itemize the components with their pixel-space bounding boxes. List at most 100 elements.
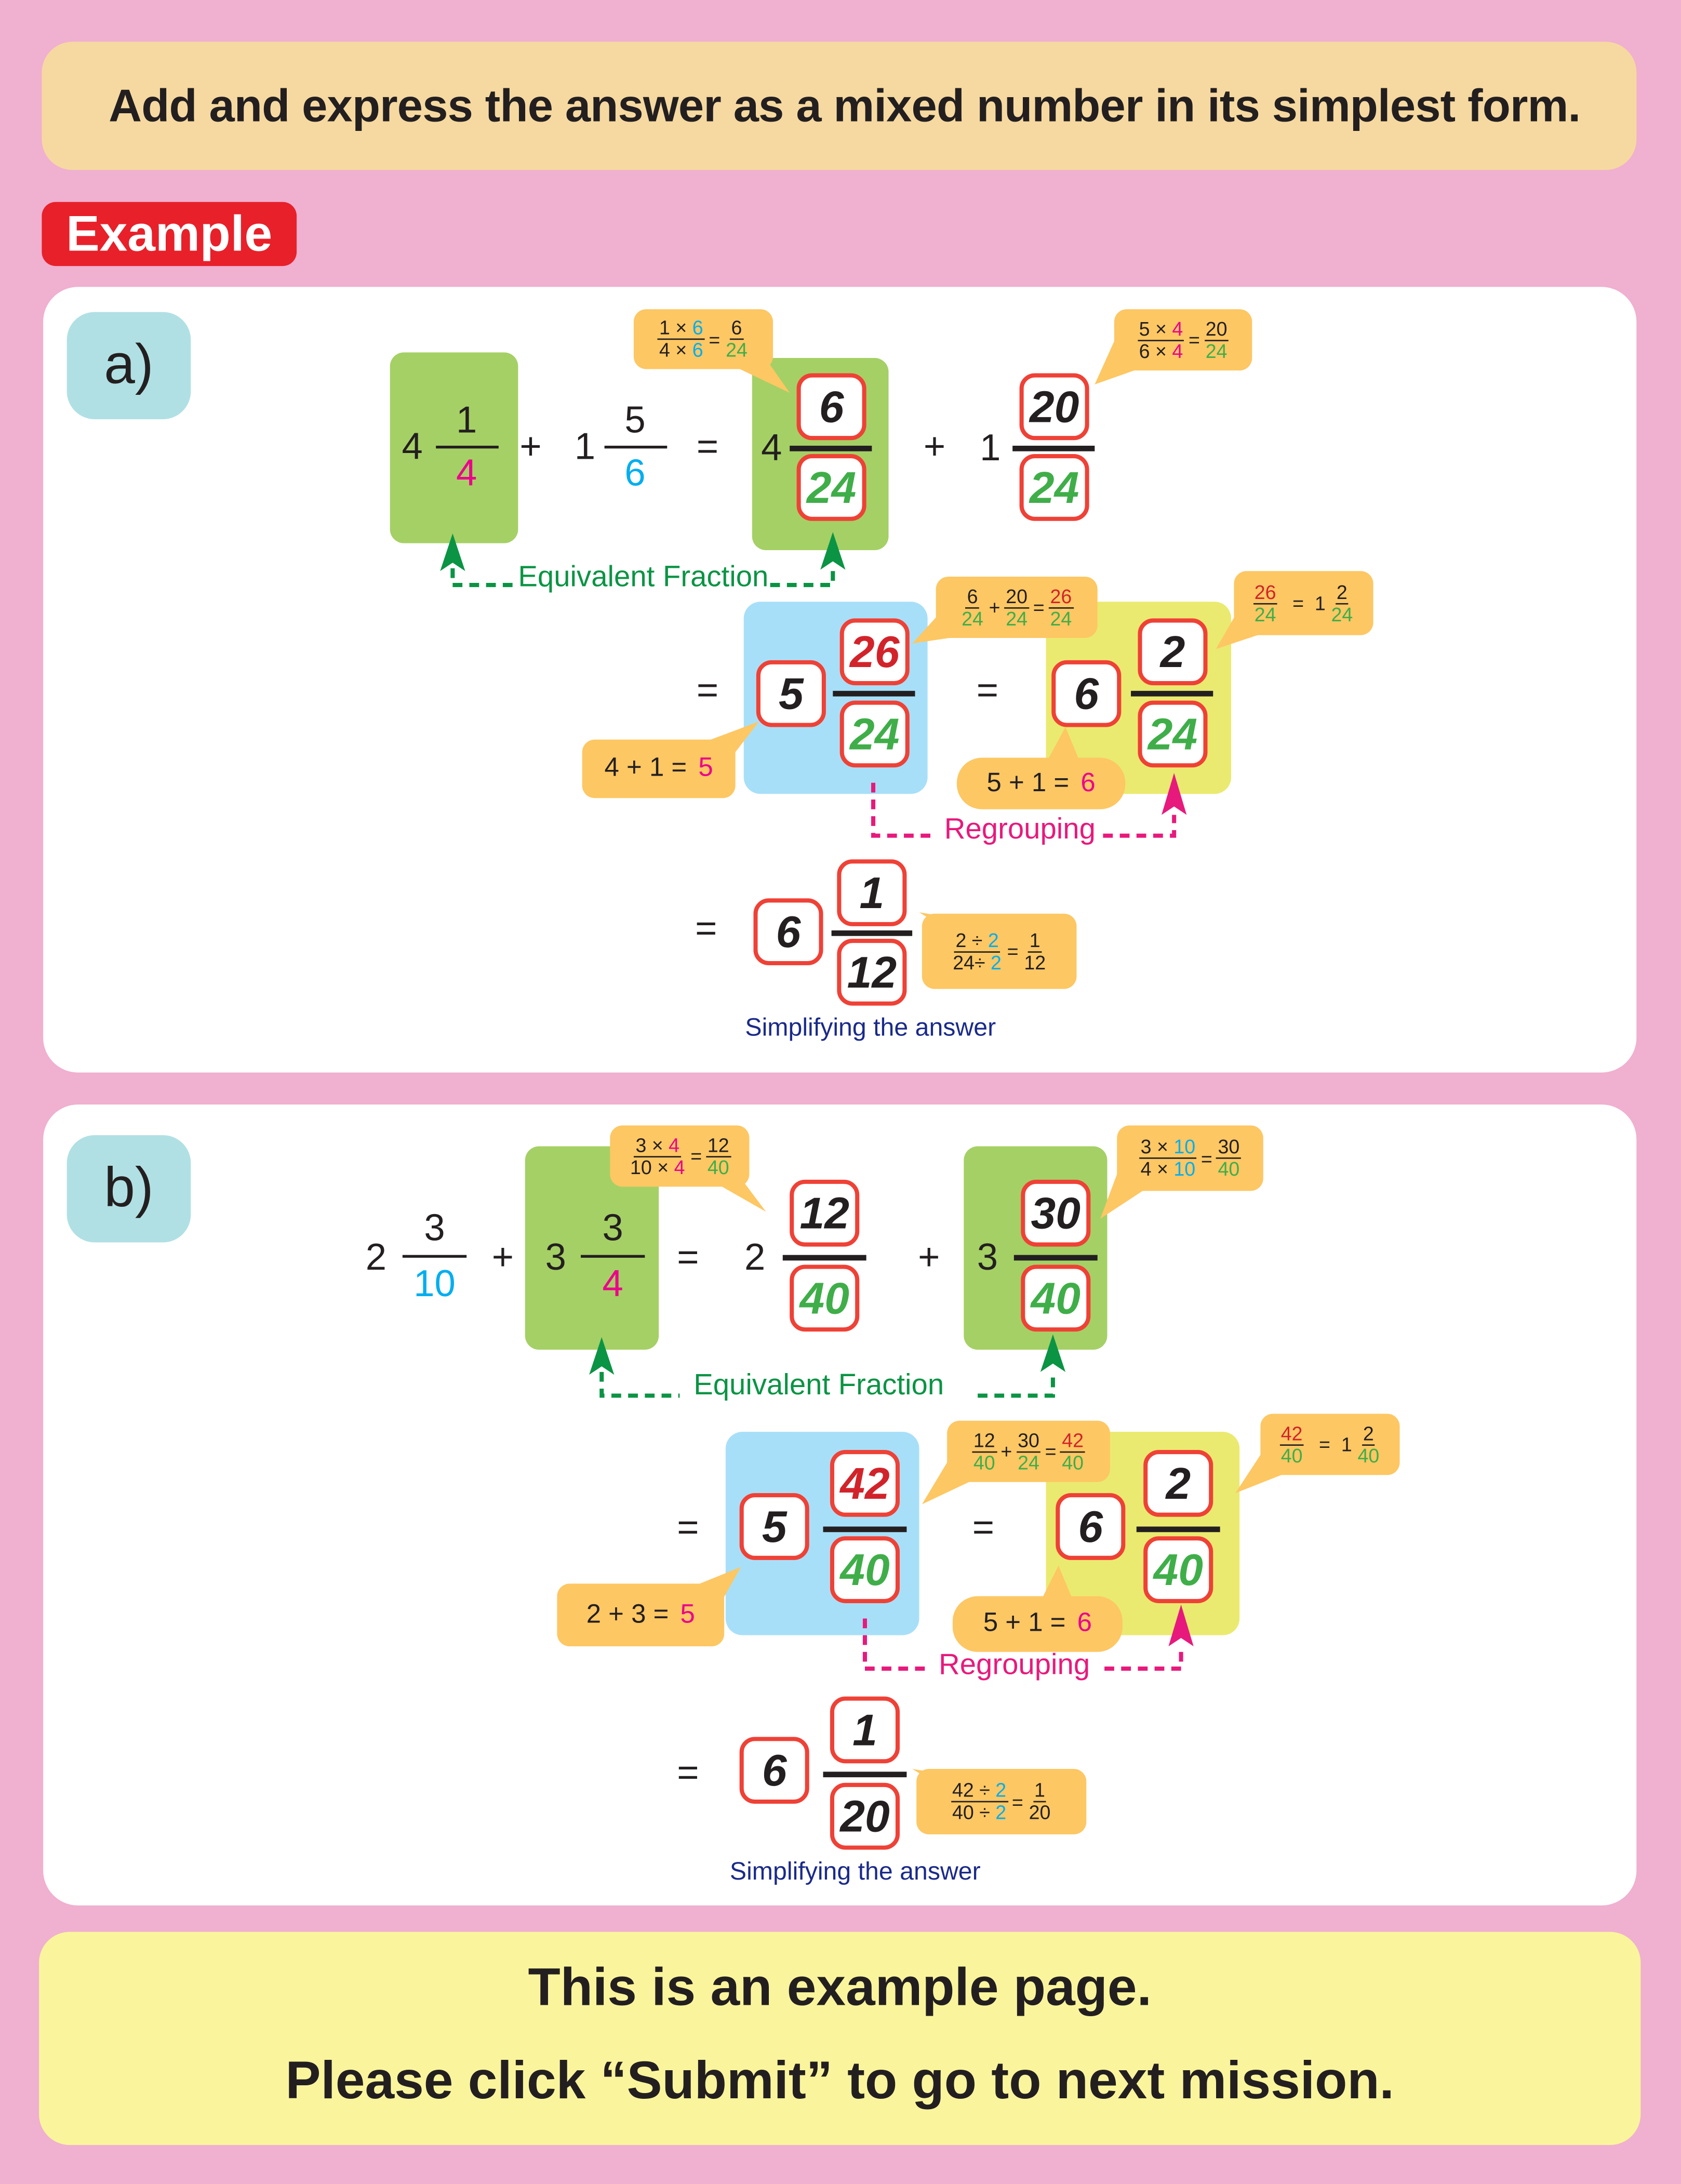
boxed-denominator: 40 xyxy=(1143,1536,1213,1603)
math-text: = xyxy=(1189,328,1200,351)
mini-denominator: 24 xyxy=(1204,339,1229,362)
mini-numerator: 42 xyxy=(1279,1423,1304,1445)
equals-sign: = xyxy=(677,1506,699,1549)
mini-numerator: 5 × 4 xyxy=(1137,317,1184,341)
math-term: 42 xyxy=(1062,1429,1084,1451)
fraction-bar xyxy=(1131,690,1213,697)
mini-numerator: 42 ÷ 2 xyxy=(951,1779,1008,1803)
math-term: 4 xyxy=(1172,339,1183,362)
math-term: 24 xyxy=(1205,339,1228,362)
math-term: 2 xyxy=(988,928,999,951)
callout-whole-regroup: 5 + 1 = 6 xyxy=(956,757,1126,809)
boxed-numerator: 42 xyxy=(830,1450,900,1517)
boxed-denominator: 24 xyxy=(1138,700,1208,768)
math-text: 4 + 1 = xyxy=(604,753,695,783)
math-term: 3 xyxy=(1140,1135,1152,1158)
math-term: × xyxy=(1150,339,1172,362)
equivalent-fraction-label: Equivalent Fraction xyxy=(518,561,769,594)
math-text: = 1 xyxy=(1282,592,1326,615)
boxed-numerator: 6 xyxy=(796,373,866,441)
mini-numerator: 20 xyxy=(1004,585,1029,608)
mini-numerator: 30 xyxy=(1216,1137,1241,1159)
math-term: × xyxy=(1151,1135,1174,1158)
boxed-whole-number: 6 xyxy=(1051,660,1122,727)
math-term: 24÷ xyxy=(953,950,991,973)
math-term: ÷ xyxy=(966,928,988,951)
fraction-bar xyxy=(790,445,872,451)
whole-number: 3 xyxy=(545,1236,566,1278)
whole-number: 2 xyxy=(365,1236,387,1278)
math-term: 6 xyxy=(1139,339,1150,362)
math-text: = xyxy=(1011,1790,1023,1813)
math-text: 6 xyxy=(1077,1608,1092,1638)
math-text: 5 + 1 = xyxy=(983,1608,1073,1638)
boxed-numerator: 1 xyxy=(837,859,907,926)
whole-number: 4 xyxy=(761,427,782,469)
math-text: = xyxy=(1045,1440,1057,1463)
mini-numerator: 20 xyxy=(1204,318,1229,341)
plus-sign: + xyxy=(491,1236,514,1278)
equals-sign: = xyxy=(696,425,719,468)
example-badge: Example xyxy=(42,202,297,267)
mini-numerator: 30 xyxy=(1016,1429,1041,1453)
mini-numerator: 6 xyxy=(965,584,980,608)
math-text: 5 xyxy=(680,1600,695,1629)
boxed-denominator: 24 xyxy=(839,700,910,768)
math-term: ÷ xyxy=(973,1779,996,1802)
math-term: 10 xyxy=(630,1155,652,1178)
fraction-bar xyxy=(1013,1255,1098,1261)
mini-denominator: 6 × 4 xyxy=(1138,339,1184,362)
numerator: 3 xyxy=(424,1207,445,1249)
boxed-numerator: 12 xyxy=(790,1179,860,1247)
denominator: 10 xyxy=(413,1262,456,1304)
math-term: × xyxy=(646,1133,669,1156)
math-term: 24 xyxy=(726,338,748,361)
footer-line-1: This is an example page. xyxy=(528,1959,1152,2018)
math-term: × xyxy=(1150,317,1172,340)
mini-denominator: 40 ÷ 2 xyxy=(951,1802,1008,1822)
callout-whole-sum: 2 + 3 = 5 xyxy=(557,1583,725,1647)
mini-numerator: 3 × 10 xyxy=(1139,1137,1197,1159)
boxed-numerator: 2 xyxy=(1143,1450,1213,1517)
math-term: 30 xyxy=(1018,1429,1039,1451)
mini-numerator: 2 xyxy=(1335,581,1349,604)
math-term: 2 xyxy=(955,928,967,951)
instruction-text: Add and express the answer as a mixed nu… xyxy=(109,79,1581,131)
equals-sign: = xyxy=(972,1506,995,1549)
mini-denominator: 24 xyxy=(1330,603,1354,624)
math-term: × xyxy=(1151,1157,1174,1180)
boxed-denominator: 40 xyxy=(830,1536,900,1603)
math-term: 3 xyxy=(635,1133,647,1156)
denominator: 4 xyxy=(602,1262,623,1304)
equivalent-fraction-label: Equivalent Fraction xyxy=(693,1369,944,1402)
mini-denominator: 24÷ 2 xyxy=(952,952,1003,973)
math-term: 6 xyxy=(731,316,742,339)
mini-denominator: 24 xyxy=(1049,606,1073,629)
math-term: 24 xyxy=(1050,606,1072,629)
fraction-bar xyxy=(402,1255,467,1258)
math-term: 24 xyxy=(1254,602,1276,625)
mini-numerator: 3 × 4 xyxy=(634,1135,681,1157)
mini-numerator: 26 xyxy=(1253,581,1278,604)
equals-sign: = xyxy=(677,1236,699,1278)
boxed-denominator: 24 xyxy=(1019,454,1089,521)
mini-denominator: 40 xyxy=(1217,1158,1241,1179)
math-term: 1 xyxy=(1034,1779,1045,1802)
math-term: 6 xyxy=(967,584,978,607)
math-text: 5 + 1 = xyxy=(986,768,1077,797)
whole-number: 4 xyxy=(402,425,423,468)
